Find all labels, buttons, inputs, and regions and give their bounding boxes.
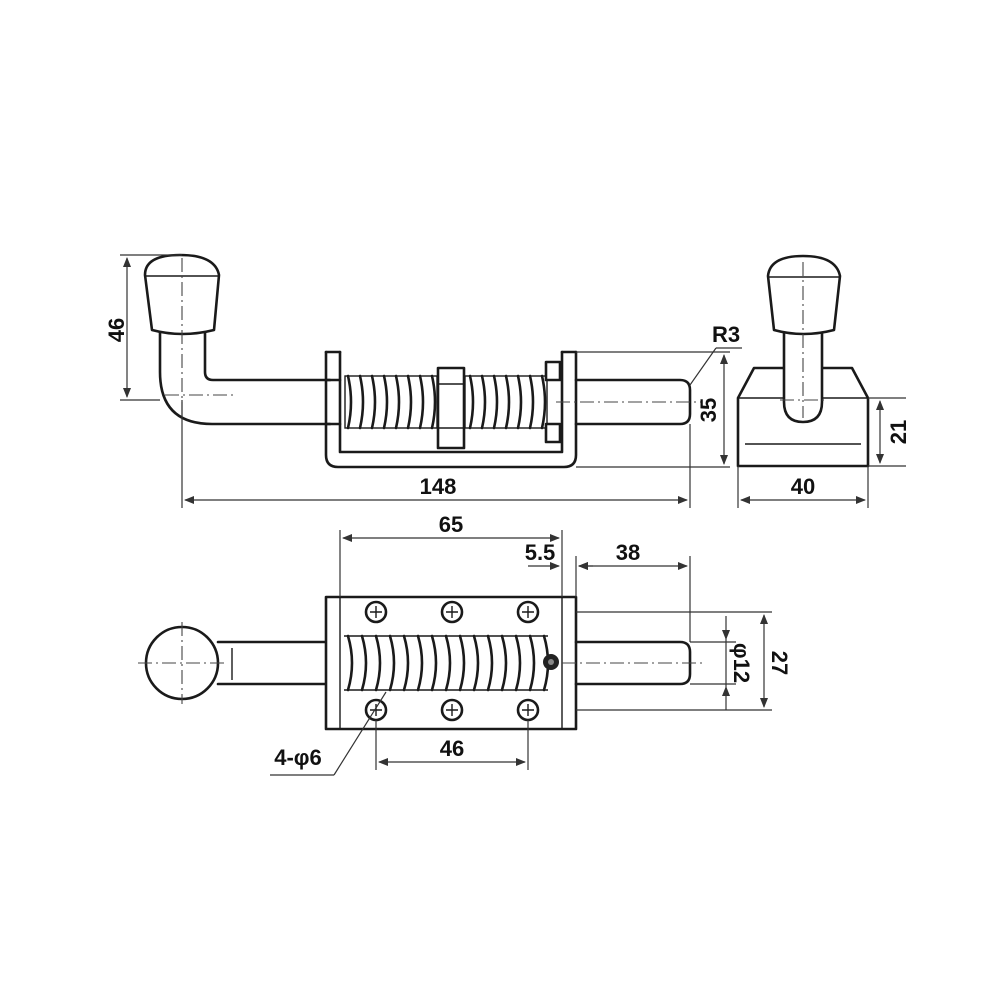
dim-27-label: 27 [767,651,792,675]
dim-phi12-label: φ12 [729,643,754,683]
dim-21-label: 21 [886,420,911,444]
mounting-holes [364,600,540,722]
dim-65-label: 65 [439,512,463,537]
mount-hole [440,600,464,624]
mount-hole [364,600,388,624]
dim-mount-holes-label: 4-φ6 [274,745,322,770]
bracket-channel [324,350,578,469]
stop-collar [436,366,466,450]
handle-bar-inner [203,328,332,382]
knob-side [766,254,842,336]
dim-hole-spacing-label: 46 [440,736,464,761]
dim-40-label: 40 [791,474,815,499]
front-view: R3 46 35 148 [104,253,742,508]
handle-bar [158,328,332,426]
mount-hole [516,600,540,624]
dim-148-label: 148 [420,474,457,499]
side-view: 21 40 [736,254,911,508]
dim-38-label: 38 [616,540,640,565]
mount-hole [440,698,464,722]
dim-46-label: 46 [104,318,129,342]
dim-r3-label: R3 [712,322,740,347]
spring-top [344,634,550,692]
dim-5-5-label: 5.5 [525,540,556,565]
dim-35-label: 35 [696,398,721,422]
top-view: 65 5.5 38 φ12 27 46 4-φ6 [138,512,792,776]
